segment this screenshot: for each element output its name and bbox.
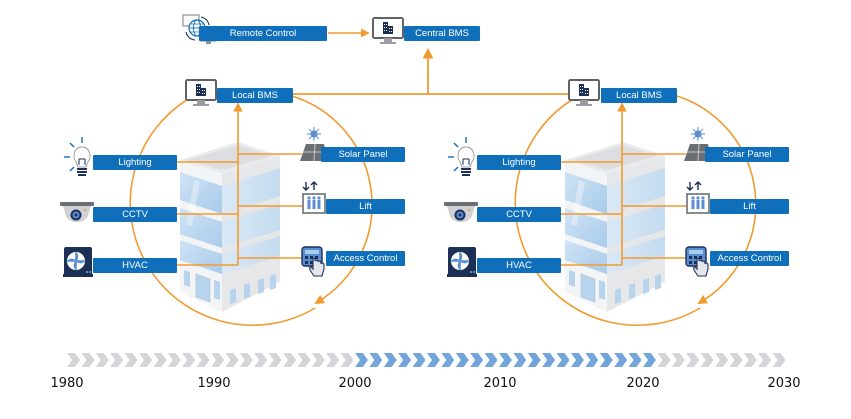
fan-icon <box>63 247 93 277</box>
lightbulb-icon <box>448 137 475 176</box>
timeline-chevron-highlight <box>499 353 512 367</box>
cctv-camera-icon <box>60 202 94 222</box>
timeline-chevron <box>153 353 167 367</box>
timeline-chevron-highlight <box>470 353 484 367</box>
cycle-arrow-arc <box>676 95 757 304</box>
monitor-building-icon <box>372 17 404 45</box>
timeline-chevron-highlight <box>585 353 599 367</box>
lift-label[interactable]: Lift <box>710 199 789 214</box>
lift-label[interactable]: Lift <box>326 199 405 214</box>
timeline-chevron <box>715 353 728 367</box>
timeline-chevron-highlight <box>614 353 628 367</box>
timeline-chevron <box>254 353 268 367</box>
access-control-label[interactable]: Access Control <box>326 251 405 266</box>
lighting-label[interactable]: Lighting <box>477 155 561 170</box>
lightbulb-icon <box>64 137 91 176</box>
year-label: 2030 <box>767 376 801 391</box>
timeline-chevron <box>700 353 714 367</box>
year-label: 2010 <box>483 376 517 391</box>
timeline-chevron <box>167 353 181 367</box>
timeline-chevron-highlight <box>527 353 541 367</box>
timeline-chevron <box>772 353 786 367</box>
hvac-label[interactable]: HVAC <box>477 258 561 273</box>
timeline-chevrons <box>67 353 786 367</box>
cctv-label[interactable]: CCTV <box>477 207 561 222</box>
timeline-chevron <box>657 353 671 367</box>
central-bms-label[interactable]: Central BMS <box>404 26 480 41</box>
cctv-camera-icon <box>444 202 478 222</box>
timeline-chevron-highlight <box>556 353 570 367</box>
hvac-label[interactable]: HVAC <box>93 258 177 273</box>
timeline-chevron <box>743 353 757 367</box>
access-control-label[interactable]: Access Control <box>710 251 789 266</box>
lighting-label[interactable]: Lighting <box>93 155 177 170</box>
elevator-icon <box>302 181 326 214</box>
timeline-chevron-highlight <box>441 353 455 367</box>
timeline-chevron <box>225 353 239 367</box>
fan-icon <box>447 247 477 277</box>
timeline-chevron-highlight <box>643 353 656 367</box>
local-bms-label[interactable]: Local BMS <box>217 88 293 103</box>
timeline-chevron <box>268 353 282 367</box>
timeline-chevron <box>95 353 109 367</box>
timeline-chevron <box>340 353 354 367</box>
timeline-chevron <box>729 353 743 367</box>
timeline-chevron-highlight <box>383 353 397 367</box>
year-label: 2020 <box>626 376 660 391</box>
keypad-hand-icon <box>301 246 325 277</box>
timeline-chevron <box>686 353 700 367</box>
timeline-chevron <box>239 353 253 367</box>
timeline-chevron-highlight <box>455 353 469 367</box>
timeline-chevron <box>297 353 311 367</box>
timeline-chevron-highlight <box>412 353 426 367</box>
timeline-chevron <box>326 353 340 367</box>
timeline-chevron <box>110 353 124 367</box>
timeline-chevron <box>196 353 210 367</box>
timeline-chevron-highlight <box>427 353 440 367</box>
timeline-chevron <box>81 353 95 367</box>
timeline-chevron <box>124 353 138 367</box>
timeline-chevron-highlight <box>628 353 642 367</box>
keypad-hand-icon <box>685 246 709 277</box>
solar-panel-label[interactable]: Solar Panel <box>321 147 405 162</box>
timeline-chevron-highlight <box>369 353 383 367</box>
timeline-chevron <box>182 353 196 367</box>
solar-panel-label[interactable]: Solar Panel <box>705 147 789 162</box>
monitor-building-icon <box>185 79 217 107</box>
timeline-chevron <box>671 353 685 367</box>
elevator-icon <box>686 181 710 214</box>
timeline-chevron <box>283 353 296 367</box>
timeline-chevron-highlight <box>571 353 584 367</box>
timeline-chevron <box>67 353 80 367</box>
timeline-chevron-highlight <box>398 353 412 367</box>
timeline-chevron-highlight <box>355 353 368 367</box>
timeline-chevron <box>311 353 325 367</box>
year-label: 2000 <box>338 376 372 391</box>
timeline-chevron <box>139 353 152 367</box>
timeline-chevron-highlight <box>484 353 498 367</box>
remote-control-label[interactable]: Remote Control <box>199 26 327 41</box>
year-label: 1990 <box>197 376 231 391</box>
timeline-chevron-highlight <box>542 353 556 367</box>
timeline-chevron <box>758 353 772 367</box>
timeline-chevron-highlight <box>599 353 613 367</box>
cycle-arrow-arc <box>291 95 373 304</box>
cctv-label[interactable]: CCTV <box>93 207 177 222</box>
monitor-building-icon <box>568 79 600 107</box>
year-label: 1980 <box>50 376 84 391</box>
timeline-chevron <box>211 353 224 367</box>
timeline-chevron-highlight <box>513 353 527 367</box>
local-bms-label[interactable]: Local BMS <box>601 88 677 103</box>
